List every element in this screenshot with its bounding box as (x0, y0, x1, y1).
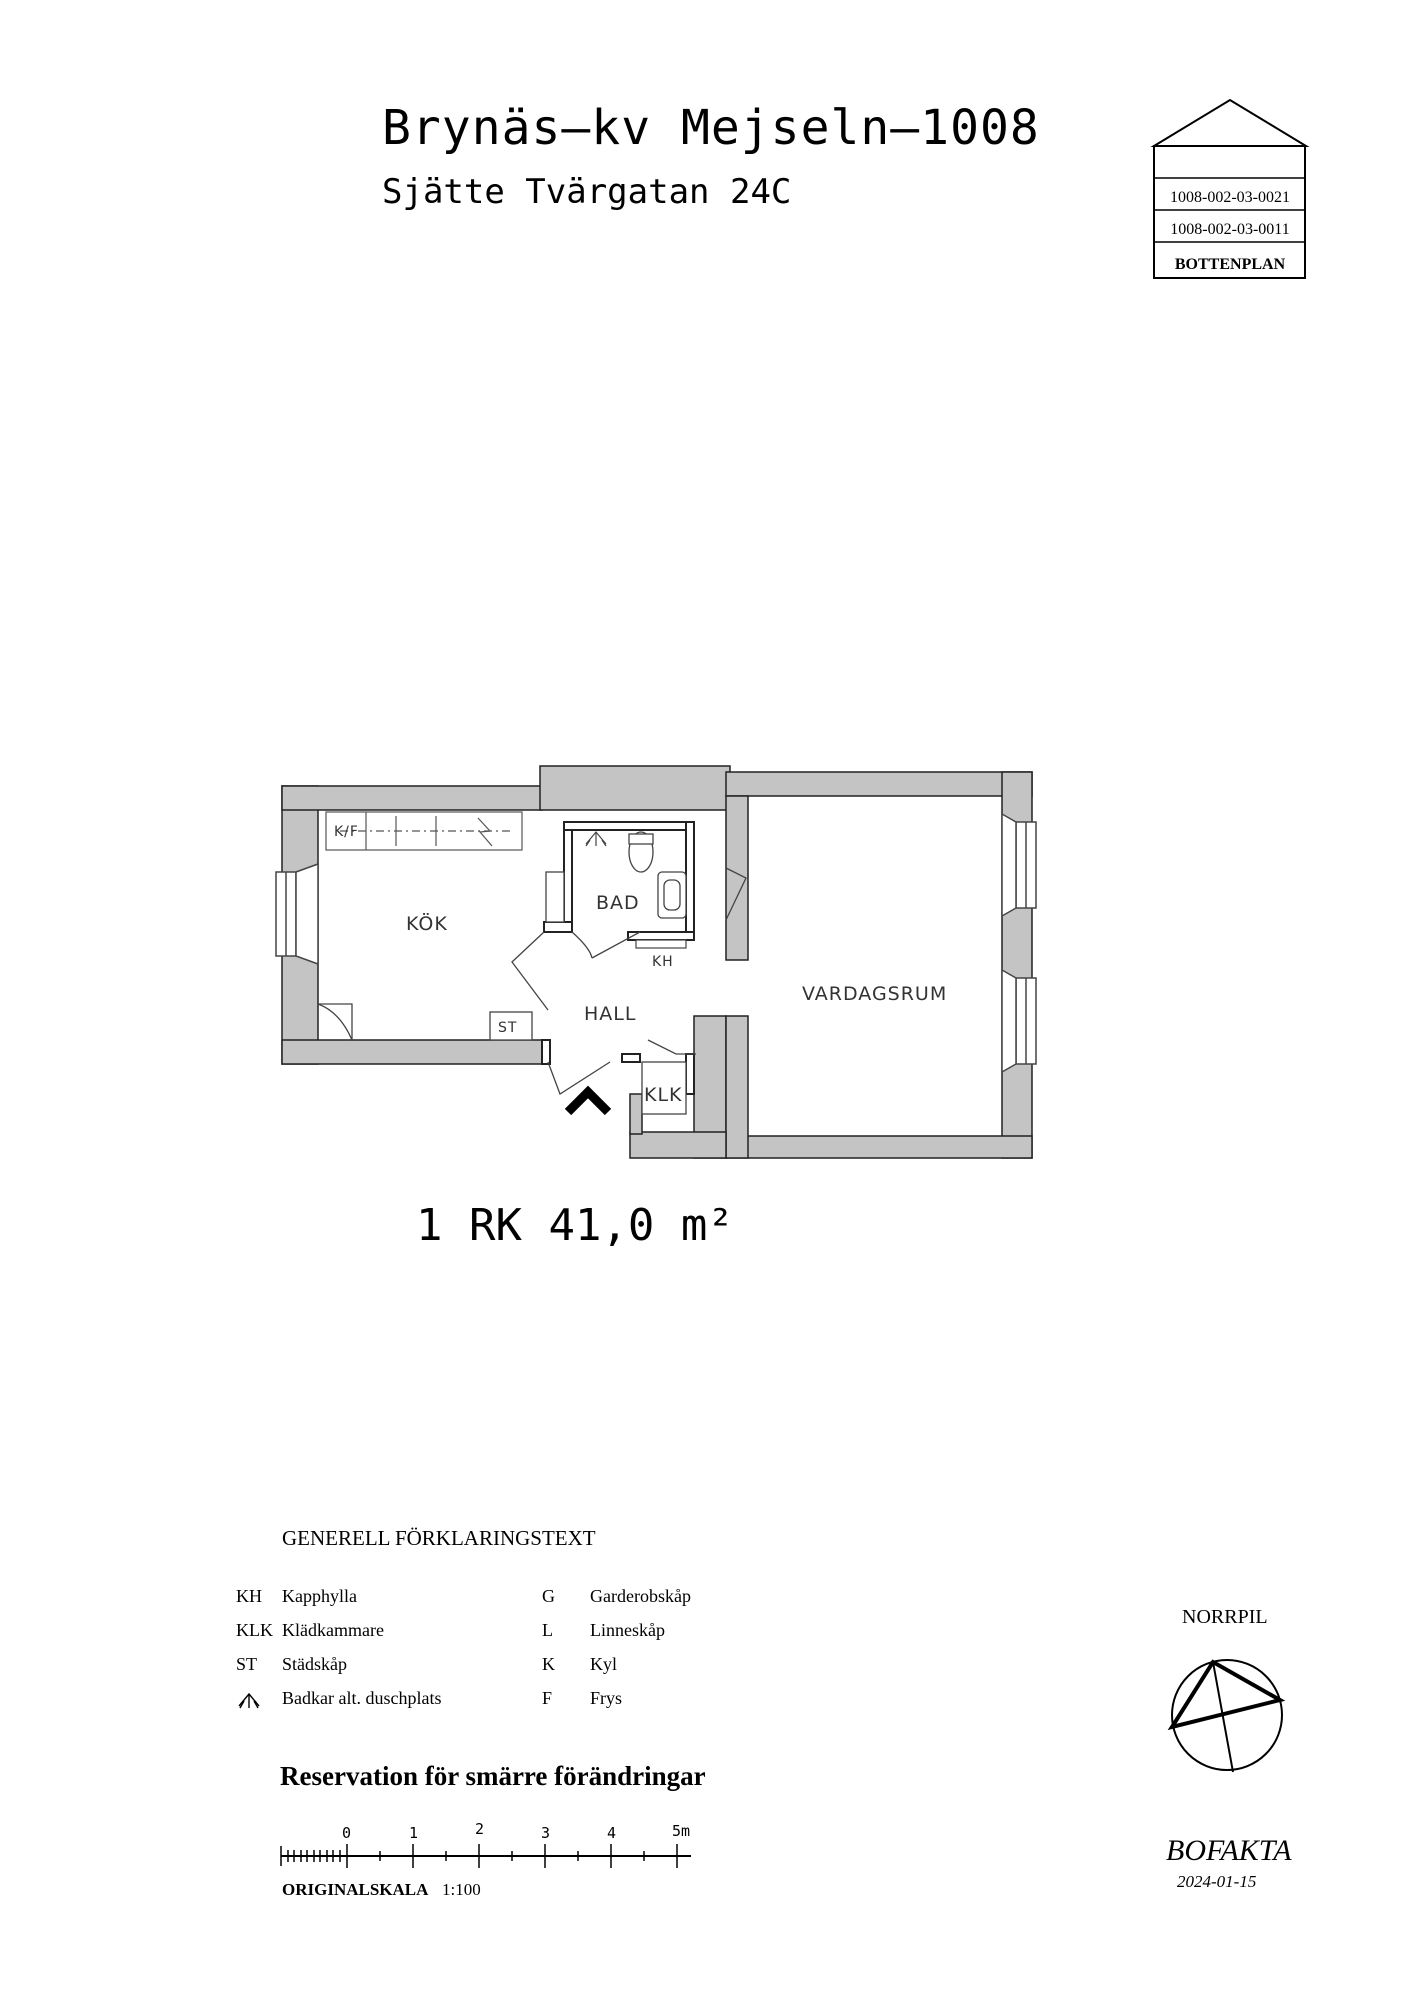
scale-tick-label: 3 (541, 1824, 550, 1842)
legend-text: Klädkammare (282, 1620, 384, 1640)
bath-label: BAD (596, 892, 640, 914)
legend-code: ST (236, 1654, 258, 1674)
scale-tick-label: 5m (672, 1822, 690, 1840)
interior-walls (541, 821, 695, 1095)
legend-code: F (542, 1688, 553, 1708)
stamp-code-1: 1008-002-03-0021 (1170, 189, 1290, 206)
shower-icon (585, 831, 607, 847)
apartment-area: 1 RK 41,0 m² (416, 1200, 734, 1251)
windows (275, 812, 1037, 1074)
legend-code: G (542, 1586, 555, 1606)
shower-icon (238, 1692, 260, 1709)
legend-text: Badkar alt. duschplats (282, 1688, 442, 1708)
brand-logo: BOFAKTA (1166, 1834, 1292, 1867)
reservation-note: Reservation för smärre förändringar (280, 1761, 706, 1791)
north-arrow-label: NORRPIL (1182, 1606, 1268, 1628)
page-title: Brynäs–kv Mejseln–1008 (382, 100, 1040, 156)
floor-plan: K/F ST KH (275, 765, 1037, 1159)
scale-tick-label: 2 (475, 1820, 484, 1838)
stamp-code-2: 1008-002-03-0011 (1170, 221, 1289, 238)
legend-text: Städskåp (282, 1654, 347, 1674)
legend-text: Kapphylla (282, 1586, 357, 1606)
doors (317, 867, 747, 1095)
legend-code: L (542, 1620, 553, 1640)
hall-label: HALL (584, 1003, 636, 1025)
bath-fixtures (628, 831, 687, 919)
scale-tick-label: 0 (342, 1824, 351, 1842)
coat-rack (635, 939, 687, 949)
property-stamp: 1008-002-03-0021 1008-002-03-0011 BOTTEN… (1150, 98, 1310, 279)
legend-code: KH (236, 1586, 262, 1606)
entrance-arrow-icon (564, 1085, 612, 1116)
fridge-freezer-label: K/F (334, 824, 359, 840)
cleaning-cabinet (489, 1011, 533, 1041)
closet-label: KLK (644, 1084, 683, 1106)
living-room-label: VARDAGSRUM (802, 983, 947, 1005)
legend-text: Kyl (590, 1654, 617, 1674)
legend-title: GENERELL FÖRKLARINGSTEXT (282, 1526, 596, 1550)
north-arrow-icon (1167, 1659, 1286, 1773)
scale-label: ORIGINALSKALA (282, 1880, 429, 1899)
scale-bar: 0 1 2 3 4 5m (280, 1820, 691, 1868)
legend-code: K (542, 1654, 555, 1674)
closet-box (641, 1061, 687, 1115)
stamp-level: BOTTENPLAN (1175, 256, 1286, 273)
page-subtitle: Sjätte Tvärgatan 24C (382, 172, 792, 212)
plan-date: 2024-01-15 (1177, 1872, 1257, 1891)
coat-rack-label: KH (652, 954, 674, 970)
scale-value: 1:100 (442, 1880, 481, 1899)
kitchen-counter (325, 811, 523, 851)
legend-text: Linneskåp (590, 1620, 665, 1640)
legend-code: KLK (236, 1620, 273, 1640)
cleaning-cabinet-label: ST (498, 1020, 517, 1036)
legend-text: Frys (590, 1688, 623, 1708)
scale-tick-label: 4 (607, 1824, 616, 1842)
legend-text: Garderobskåp (590, 1586, 691, 1606)
scale-tick-label: 1 (409, 1824, 418, 1842)
kitchen-label: KÖK (406, 912, 448, 935)
